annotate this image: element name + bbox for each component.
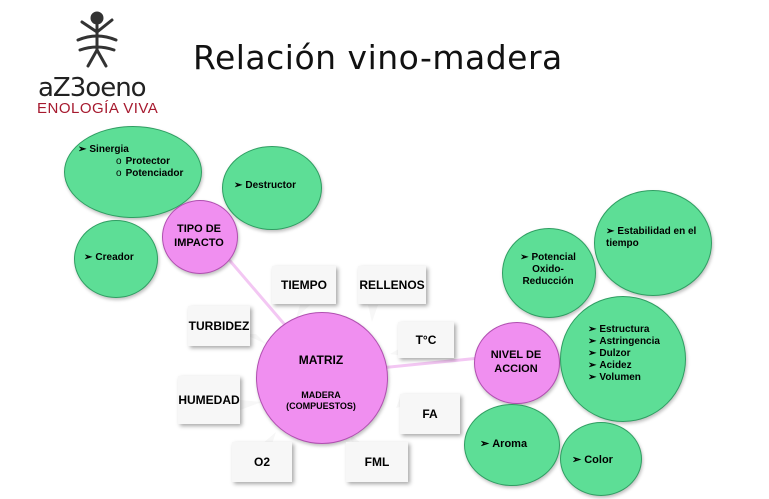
creador-text: Creador [84, 252, 133, 264]
logo-wordmark: aZ3oeno [38, 73, 147, 103]
sinergia-sub-item: Potenciador [116, 168, 184, 180]
sinergia-label: Sinergia [78, 144, 183, 156]
color-label: Color [572, 454, 613, 466]
tipo-impacto-label: TIPO DE IMPACTO [174, 223, 224, 249]
circle-nivel-accion [474, 322, 560, 404]
sensorial-item: Astringencia [588, 336, 660, 348]
estabilidad-label: Estabilidad en el tiempo [606, 226, 702, 250]
circle-matriz [256, 312, 388, 444]
sinergia-sub-item: Protector [116, 156, 183, 168]
factor-turbidez: TURBIDEZ [188, 306, 250, 346]
sensorial-item: Dulzor [588, 348, 660, 360]
sensorial-text: Estructura Astringencia Dulzor Acidez Vo… [588, 324, 660, 384]
sensorial-item: Volumen [588, 372, 660, 384]
factor-fml: FML [346, 442, 408, 482]
potencial-label: Potencial Oxido-Reducción [510, 252, 586, 288]
estabilidad-text: Estabilidad en el tiempo [606, 226, 702, 250]
factor-tiempo: TIEMPO [272, 266, 336, 304]
logo-figure-icon [76, 11, 118, 68]
factor-humedad: HUMEDAD [178, 376, 240, 424]
factor-fa: FA [400, 394, 460, 434]
factor-temperatura: T°C [398, 322, 454, 358]
aroma-label: Aroma [480, 438, 527, 450]
matriz-title: MATRIZ [298, 353, 344, 367]
matriz-subtitle: MADERA (COMPUESTOS) [286, 390, 356, 411]
nivel-accion-label: NIVEL DE ACCION [490, 349, 542, 375]
factor-o2: O2 [232, 442, 292, 482]
page-title: Relación vino-madera [193, 38, 563, 77]
sinergia-text: Sinergia Protector Potenciador [78, 144, 183, 180]
sensorial-item: Acidez [588, 360, 660, 372]
color-text: Color [572, 454, 613, 466]
creador-label: Creador [84, 252, 133, 264]
logo-tagline: ENOLOGÍA VIVA [37, 100, 159, 117]
potencial-text: Potencial Oxido-Reducción [510, 252, 586, 288]
destructor-text: Destructor [234, 180, 296, 192]
circle-tipo-impacto [162, 200, 238, 274]
factor-rellenos: RELLENOS [358, 266, 426, 304]
sensorial-item: Estructura [588, 324, 660, 336]
aroma-text: Aroma [480, 438, 527, 450]
destructor-label: Destructor [234, 180, 296, 192]
